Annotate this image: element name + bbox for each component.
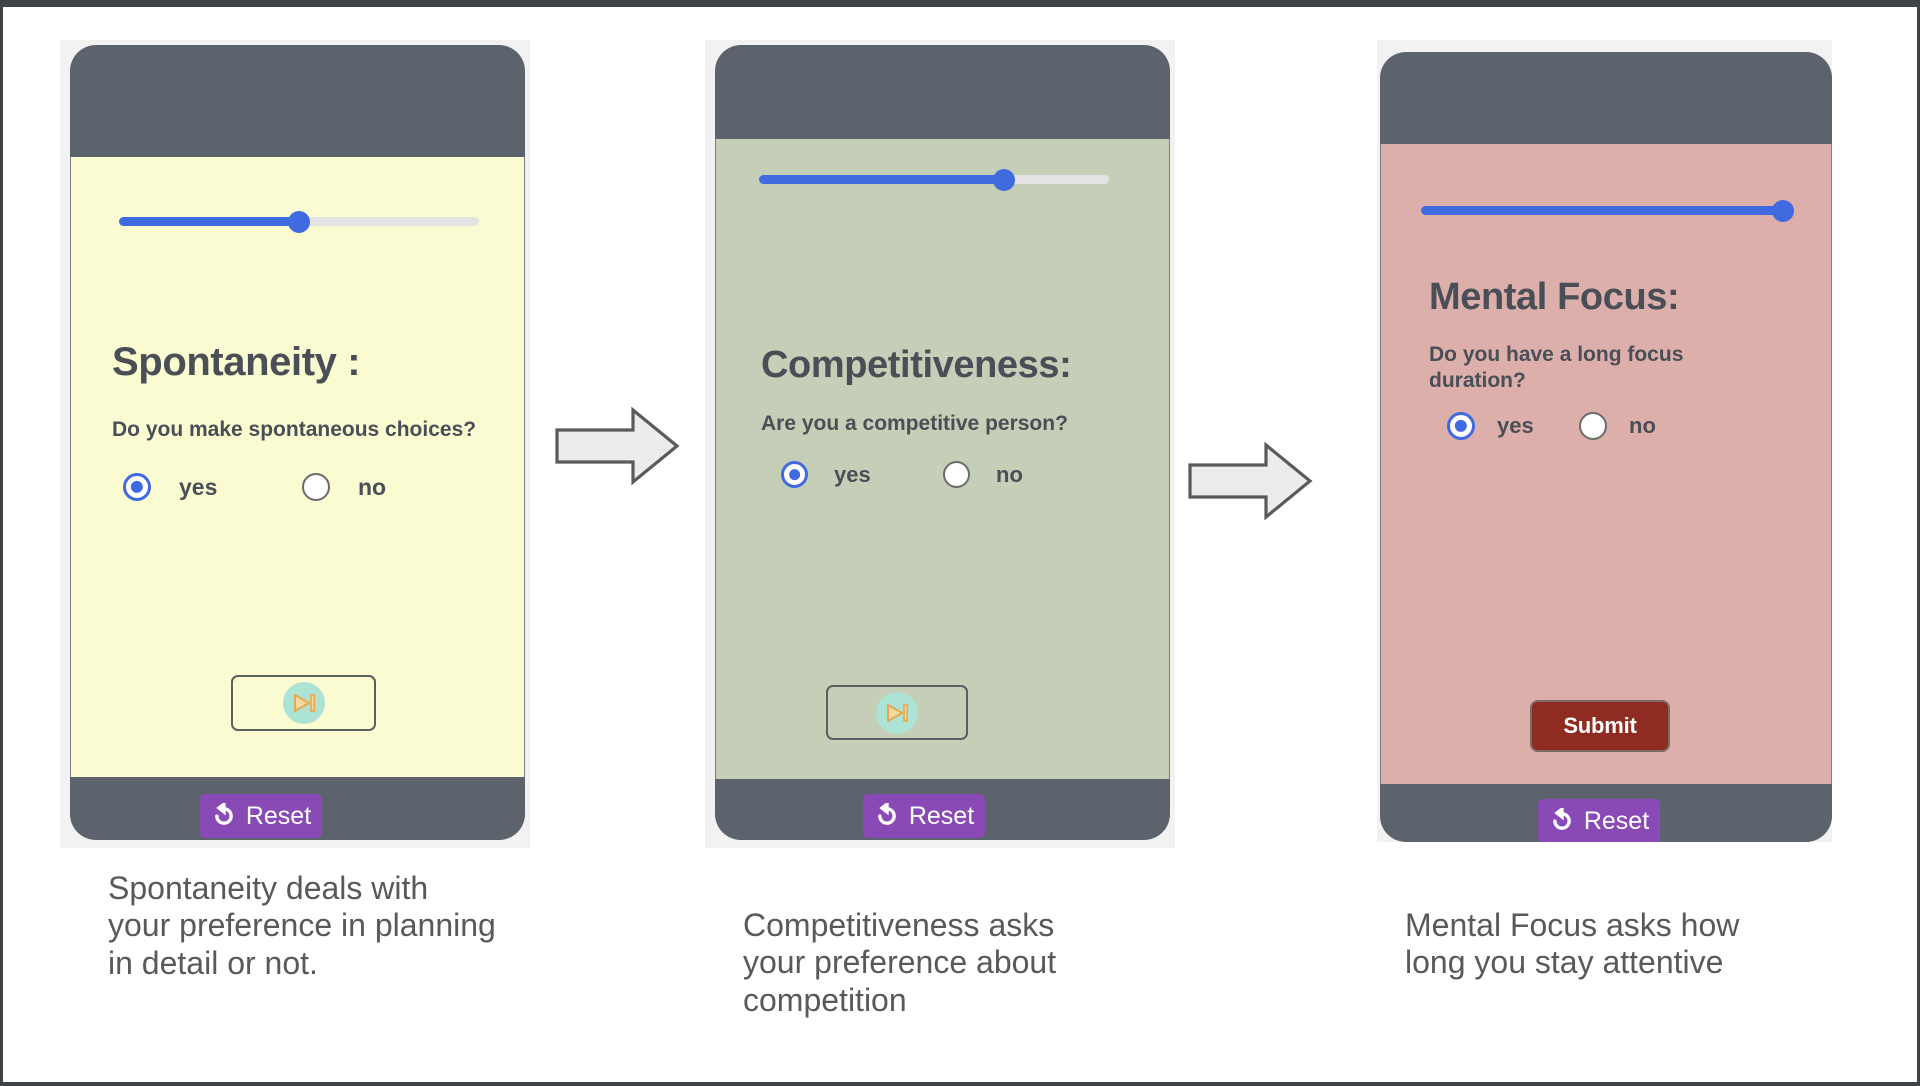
submit-label: Submit <box>1563 713 1637 738</box>
radio-option-yes[interactable]: yes <box>781 461 871 488</box>
answer-radio-group: yes no <box>112 473 472 513</box>
radio-yes[interactable] <box>781 461 808 488</box>
radio-yes[interactable] <box>1447 412 1475 440</box>
next-button-spontaneity[interactable] <box>231 675 376 731</box>
radio-no[interactable] <box>1579 412 1607 440</box>
phone-mockup-competitiveness: Competitiveness: Are you a competitive p… <box>705 40 1175 848</box>
radio-label-no: no <box>996 461 1023 487</box>
reset-button-competitiveness[interactable]: Reset <box>863 794 985 838</box>
question-title: Mental Focus: <box>1429 276 1680 318</box>
question-text: Do you have a long focus duration? <box>1429 343 1684 392</box>
question-title: Competitiveness: <box>761 344 1072 386</box>
slider-thumb[interactable] <box>288 210 310 233</box>
phone-screen-competitiveness: Competitiveness: Are you a competitive p… <box>715 139 1170 779</box>
radio-option-yes[interactable]: yes <box>123 473 217 501</box>
refresh-icon <box>215 803 233 825</box>
radio-label-yes: yes <box>834 461 871 487</box>
next-button-competitiveness[interactable] <box>826 685 968 740</box>
progress-slider-mental-focus[interactable] <box>1421 199 1794 222</box>
reset-label: Reset <box>1583 806 1650 835</box>
progress-slider-spontaneity[interactable] <box>119 210 479 233</box>
radio-label-yes: yes <box>179 473 218 500</box>
question-text: Do you make spontaneous choices? <box>112 418 477 441</box>
flow-arrow-1 <box>555 406 680 486</box>
radio-label-yes: yes <box>1497 413 1534 438</box>
progress-slider-competitiveness[interactable] <box>759 168 1109 191</box>
radio-yes[interactable] <box>123 473 151 501</box>
phone-body: Mental Focus: Do you have a long focus d… <box>1380 52 1832 842</box>
reset-button-mental-focus[interactable]: Reset <box>1538 799 1660 842</box>
reset-label: Reset <box>908 801 975 830</box>
slider-fill <box>1421 206 1783 215</box>
answer-radio-group: yes no <box>761 461 1121 501</box>
radio-option-no[interactable]: no <box>943 461 1023 488</box>
slider-fill <box>119 217 299 226</box>
phone-body: Spontaneity : Do you make spontaneous ch… <box>70 45 525 840</box>
radio-label-no: no <box>358 473 387 500</box>
phone-mockup-spontaneity: Spontaneity : Do you make spontaneous ch… <box>60 40 530 848</box>
radio-option-yes[interactable]: yes <box>1447 412 1534 440</box>
answer-radio-group: yes no <box>1429 412 1789 452</box>
submit-button[interactable]: Submit <box>1530 700 1670 752</box>
radio-label-no: no <box>1629 413 1656 438</box>
phone-body: Competitiveness: Are you a competitive p… <box>715 45 1170 840</box>
reset-button-spontaneity[interactable]: Reset <box>200 794 322 838</box>
flow-arrow-2 <box>1188 441 1313 521</box>
slider-fill <box>759 175 1004 184</box>
refresh-icon <box>878 803 896 825</box>
caption-mental-focus: Mental Focus asks how long you stay atte… <box>1405 907 1740 981</box>
radio-option-no[interactable]: no <box>1579 412 1656 440</box>
skip-forward-icon <box>876 691 918 734</box>
slider-thumb[interactable] <box>993 168 1015 191</box>
phone-mockup-mental-focus: Mental Focus: Do you have a long focus d… <box>1377 40 1832 842</box>
reset-label: Reset <box>245 801 312 830</box>
question-text: Are you a competitive person? <box>761 412 1068 435</box>
question-title: Spontaneity : <box>112 340 361 384</box>
slider-thumb[interactable] <box>1772 199 1794 222</box>
phone-screen-spontaneity: Spontaneity : Do you make spontaneous ch… <box>70 157 525 777</box>
radio-no[interactable] <box>302 473 330 501</box>
caption-competitiveness: Competitiveness asks your preference abo… <box>743 907 1057 1018</box>
refresh-icon <box>1553 808 1571 830</box>
phone-screen-mental-focus: Mental Focus: Do you have a long focus d… <box>1380 144 1832 784</box>
radio-option-no[interactable]: no <box>302 473 386 501</box>
radio-no[interactable] <box>943 461 970 488</box>
caption-spontaneity: Spontaneity deals with your preference i… <box>108 870 496 981</box>
skip-forward-icon <box>282 682 325 724</box>
